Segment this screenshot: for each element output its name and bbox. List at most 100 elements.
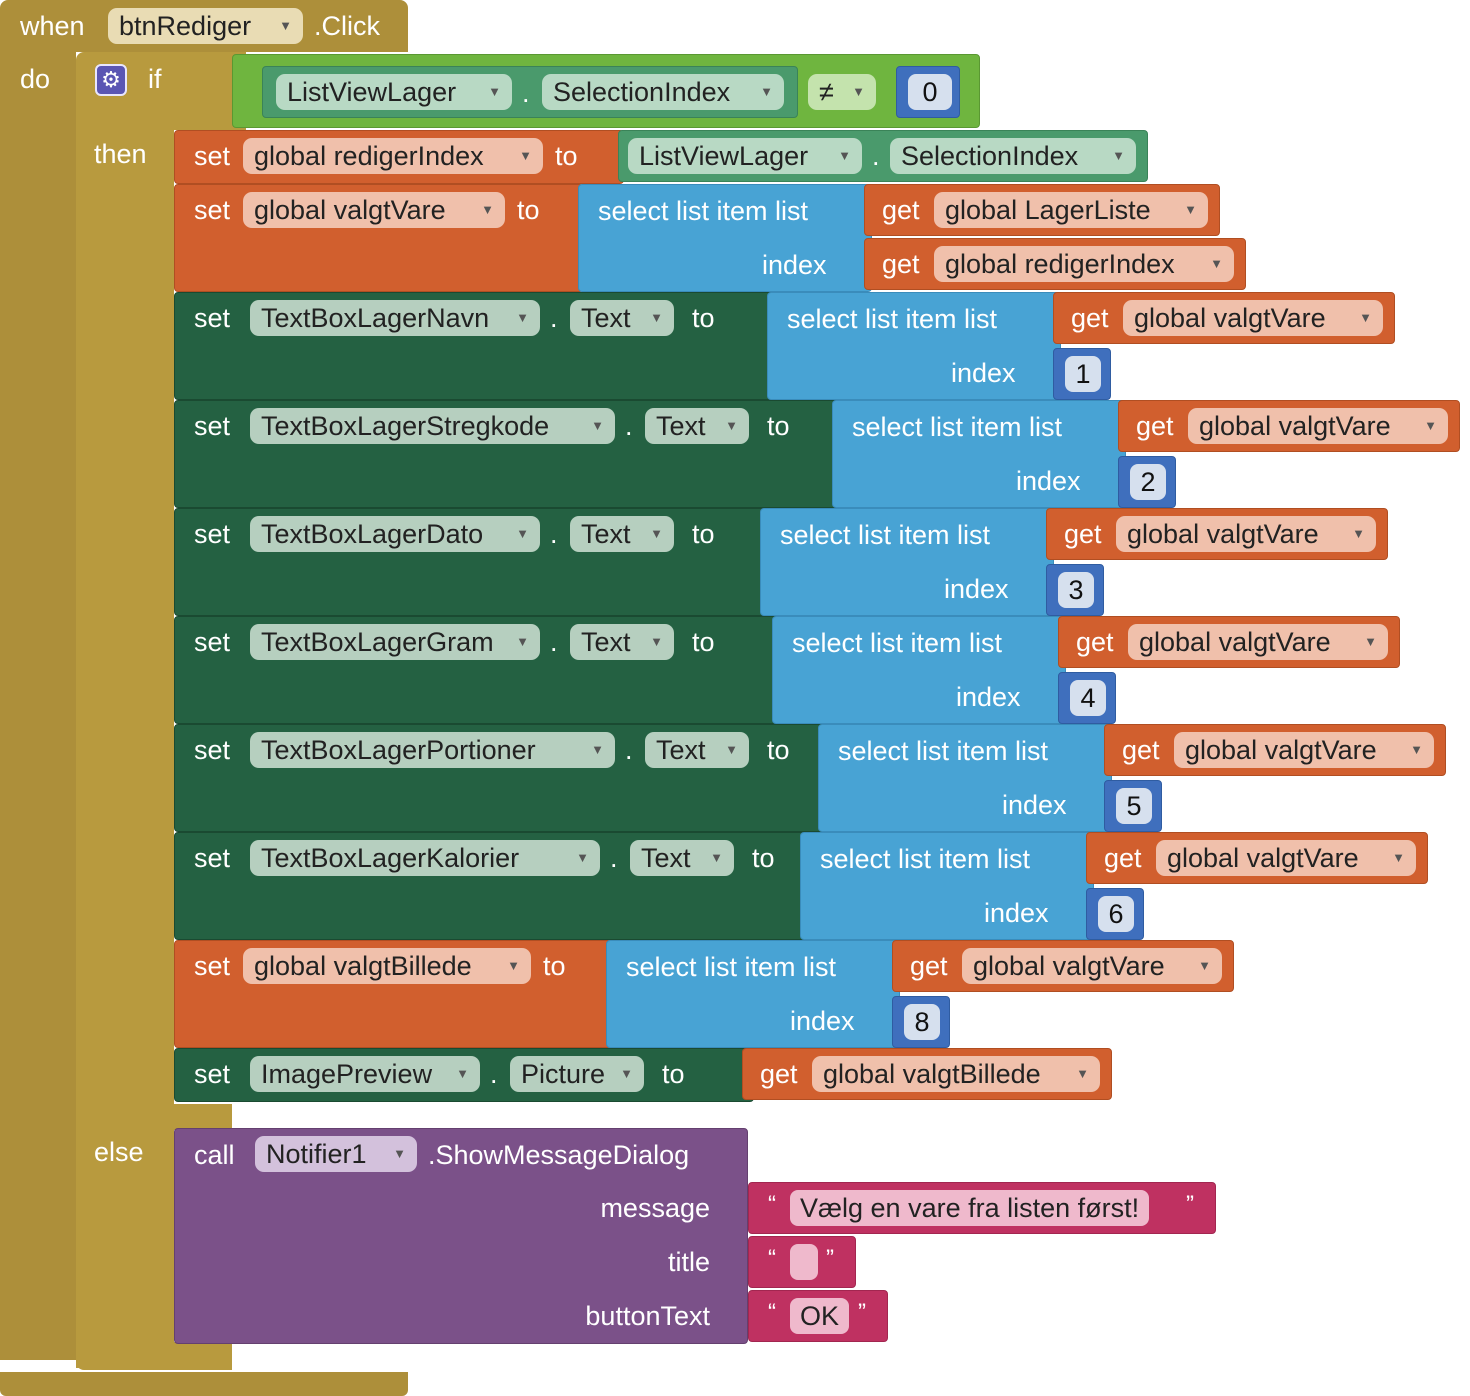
gear-icon[interactable]: ⚙ <box>95 64 127 96</box>
index-number[interactable]: 6 <box>1098 896 1134 932</box>
index-number[interactable]: 3 <box>1058 572 1094 608</box>
set-label: set <box>194 1059 231 1089</box>
get-variable-dropdown[interactable]: global valgtVare▼ <box>1128 624 1388 660</box>
get-label: get <box>882 195 920 225</box>
number-value[interactable]: 0 <box>908 74 952 110</box>
chevron-down-icon: ▼ <box>1184 202 1197 217</box>
to-label: to <box>517 195 540 225</box>
get-variable-dropdown[interactable]: global redigerIndex▼ <box>934 246 1234 282</box>
chevron-down-icon: ▼ <box>481 202 494 217</box>
select-list-item-block[interactable] <box>832 400 1126 508</box>
index-label: index <box>984 898 1049 928</box>
to-label: to <box>692 519 715 549</box>
if-block-spine <box>76 128 174 1368</box>
getter-property-dropdown-value: SelectionIndex <box>901 141 1079 171</box>
then-label: then <box>94 139 147 169</box>
get-variable-dropdown[interactable]: global valgtVare▼ <box>1116 516 1376 552</box>
getter-component-dropdown[interactable]: ListViewLager▼ <box>628 138 862 174</box>
condition-property-dropdown[interactable]: SelectionIndex ▼ <box>542 74 784 110</box>
setter-component-dropdown[interactable]: TextBoxLagerNavn▼ <box>250 300 540 336</box>
setter-property-dropdown[interactable]: Picture▼ <box>510 1056 644 1092</box>
condition-component-dropdown[interactable]: ListViewLager ▼ <box>276 74 512 110</box>
index-number[interactable]: 5 <box>1116 788 1152 824</box>
index-number[interactable]: 4 <box>1070 680 1106 716</box>
setter-property-dropdown-value: Text <box>641 843 691 873</box>
dot-separator: . <box>550 627 558 657</box>
select-list-item-label: select list item list <box>780 520 991 550</box>
if-block-gap <box>76 1104 232 1130</box>
dot-separator: . <box>625 735 633 765</box>
select-list-item-block[interactable] <box>760 508 1054 616</box>
setter-component-dropdown[interactable]: ImagePreview▼ <box>250 1056 480 1092</box>
setter-component-dropdown[interactable]: TextBoxLagerGram▼ <box>250 624 540 660</box>
setter-component-dropdown-value: TextBoxLagerDato <box>261 519 484 549</box>
index-label: index <box>951 358 1016 388</box>
global-variable-dropdown[interactable]: global redigerIndex▼ <box>243 138 543 174</box>
chevron-down-icon: ▼ <box>1410 742 1423 757</box>
do-label: do <box>20 64 51 94</box>
operator-dropdown[interactable]: ≠ ▼ <box>808 74 876 110</box>
get-variable-dropdown[interactable]: global valgtVare▼ <box>962 948 1222 984</box>
notifier-component-dropdown[interactable]: Notifier1 ▼ <box>255 1136 417 1172</box>
index-number[interactable]: 1 <box>1065 356 1101 392</box>
get-variable-dropdown[interactable]: global valgtVare▼ <box>1188 408 1448 444</box>
setter-component-dropdown[interactable]: TextBoxLagerPortioner▼ <box>250 732 615 768</box>
argument-label: title <box>667 1247 710 1277</box>
chevron-down-icon: ▼ <box>650 634 663 649</box>
setter-component-dropdown[interactable]: TextBoxLagerKalorier▼ <box>250 840 600 876</box>
if-block-bottom <box>76 1342 232 1370</box>
to-label: to <box>692 627 715 657</box>
chevron-down-icon: ▼ <box>516 634 529 649</box>
index-label: index <box>956 682 1021 712</box>
global-variable-dropdown[interactable]: global valgtBillede▼ <box>243 948 531 984</box>
select-list-item-block[interactable] <box>800 832 1094 940</box>
text-string-value[interactable] <box>790 1244 818 1280</box>
set-label: set <box>194 519 231 549</box>
get-variable-dropdown-value: global LagerListe <box>945 195 1151 225</box>
chevron-down-icon: ▼ <box>1392 850 1405 865</box>
chevron-down-icon: ▼ <box>710 850 723 865</box>
setter-property-dropdown-value: Text <box>656 735 706 765</box>
get-variable-dropdown[interactable]: global LagerListe ▼ <box>934 192 1208 228</box>
setter-property-dropdown[interactable]: Text▼ <box>645 408 749 444</box>
chevron-down-icon: ▼ <box>591 418 604 433</box>
setter-component-dropdown-value: TextBoxLagerKalorier <box>261 843 520 873</box>
select-list-item-block[interactable] <box>606 940 900 1048</box>
select-list-item-block[interactable] <box>578 184 872 292</box>
setter-property-dropdown-value: Text <box>656 411 706 441</box>
setter-property-dropdown[interactable]: Text▼ <box>645 732 749 768</box>
get-variable-dropdown[interactable]: global valgtVare▼ <box>1156 840 1416 876</box>
setter-component-dropdown[interactable]: TextBoxLagerStregkode▼ <box>250 408 615 444</box>
get-variable-dropdown[interactable]: global valgtVare▼ <box>1174 732 1434 768</box>
chevron-down-icon: ▼ <box>507 958 520 973</box>
select-list-item-label: select list item list <box>626 952 837 982</box>
chevron-down-icon: ▼ <box>393 1146 406 1161</box>
setter-property-dropdown[interactable]: Text▼ <box>570 516 674 552</box>
get-variable-dropdown-value: global valgtVare <box>1134 303 1326 333</box>
select-list-item-label: select list item list <box>787 304 998 334</box>
global-variable-dropdown[interactable]: global valgtVare▼ <box>243 192 505 228</box>
select-list-item-block[interactable] <box>818 724 1112 832</box>
getter-property-dropdown[interactable]: SelectionIndex▼ <box>890 138 1136 174</box>
text-string-value[interactable]: Vælg en vare fra listen først! <box>790 1190 1150 1226</box>
setter-component-dropdown[interactable]: TextBoxLagerDato▼ <box>250 516 540 552</box>
get-variable-dropdown[interactable]: global valgtBillede▼ <box>812 1056 1100 1092</box>
get-variable-dropdown-value: global valgtVare <box>1127 519 1319 549</box>
setter-component-dropdown-value: TextBoxLagerNavn <box>261 303 490 333</box>
to-label: to <box>752 843 775 873</box>
event-block-body <box>0 50 76 1360</box>
event-component-dropdown[interactable]: btnRediger ▼ <box>108 8 303 44</box>
setter-property-dropdown[interactable]: Text ▼ <box>630 840 734 876</box>
select-list-item-block[interactable] <box>772 616 1066 724</box>
index-label: index <box>944 574 1009 604</box>
select-list-item-block[interactable] <box>767 292 1061 400</box>
select-list-item-label: select list item list <box>792 628 1003 658</box>
chevron-down-icon: ▼ <box>1359 310 1372 325</box>
get-variable-dropdown[interactable]: global valgtVare ▼ <box>1123 300 1383 336</box>
text-string-value[interactable]: OK <box>790 1298 850 1334</box>
setter-property-dropdown[interactable]: Text▼ <box>570 300 674 336</box>
chevron-down-icon: ▼ <box>1424 418 1437 433</box>
index-number[interactable]: 2 <box>1130 464 1166 500</box>
setter-property-dropdown[interactable]: Text▼ <box>570 624 674 660</box>
index-number[interactable]: 8 <box>904 1004 940 1040</box>
